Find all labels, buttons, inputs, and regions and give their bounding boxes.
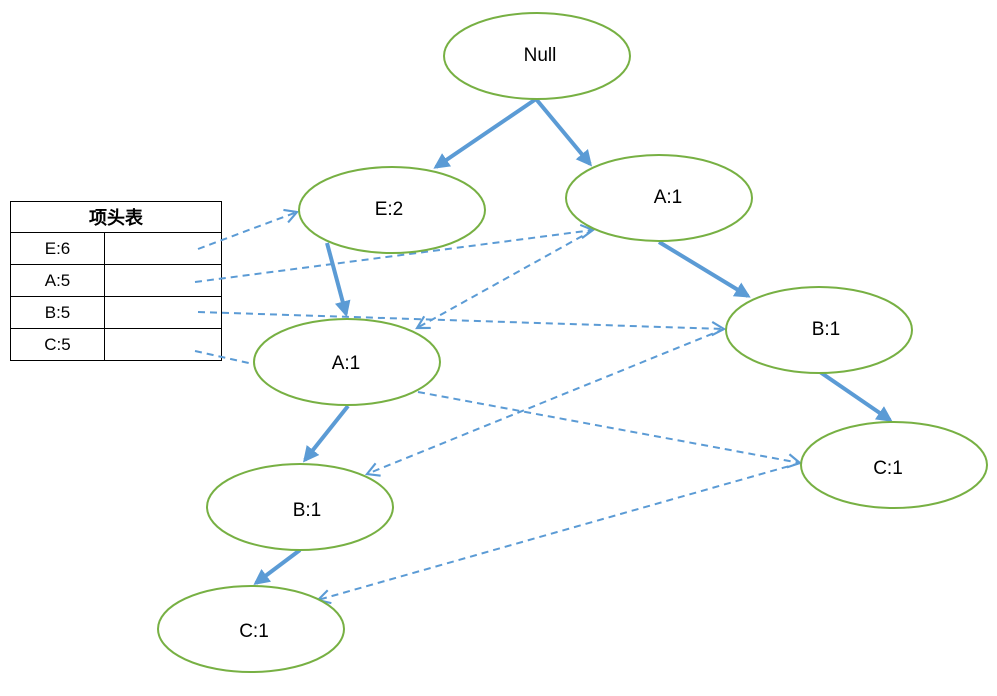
node-c1-right-label: C:1 bbox=[873, 458, 903, 479]
header-table-title-row: 项头表 bbox=[10, 201, 222, 233]
node-b1-right-label: B:1 bbox=[812, 319, 841, 340]
node-c1-right: C:1 bbox=[800, 421, 988, 509]
node-a1-right-label: A:1 bbox=[654, 187, 683, 208]
header-table-title: 项头表 bbox=[10, 201, 222, 233]
node-b1-right: B:1 bbox=[725, 286, 913, 374]
header-item-b: B:5 bbox=[10, 296, 105, 329]
header-item-a: A:5 bbox=[10, 264, 105, 297]
link-a1-right-to-a1-left bbox=[415, 229, 594, 330]
node-a1-right: A:1 bbox=[565, 154, 753, 242]
node-a1-left-label: A:1 bbox=[332, 353, 361, 374]
node-root: Null bbox=[443, 12, 631, 100]
node-e2: E:2 bbox=[298, 166, 486, 254]
header-item-c: C:5 bbox=[10, 328, 105, 361]
node-b1-left: B:1 bbox=[206, 463, 394, 551]
node-root-label: Null bbox=[524, 45, 557, 66]
header-item-e: E:6 bbox=[10, 232, 105, 265]
header-row-c: C:5 bbox=[10, 328, 222, 361]
edge-a1-right-to-b1-right bbox=[657, 240, 751, 298]
link-c1-right-to-c1-left bbox=[315, 462, 801, 605]
edge-b1-left-to-c1-left bbox=[253, 548, 302, 585]
link-a1-left-to-c1-right bbox=[417, 391, 803, 469]
link-b1-right-to-b1-left bbox=[364, 328, 725, 477]
edge-b1-right-to-c1-right bbox=[818, 370, 893, 422]
node-c1-left: C:1 bbox=[157, 585, 345, 673]
node-b1-left-label: B:1 bbox=[293, 500, 322, 521]
link-header-b-to-b1-right bbox=[197, 311, 727, 337]
link-header-e-to-e2 bbox=[197, 208, 300, 250]
link-header-a-to-a1-right bbox=[194, 223, 596, 283]
edge-e2-to-a1-left bbox=[325, 242, 351, 318]
node-c1-left-label: C:1 bbox=[239, 621, 269, 642]
header-row-a: A:5 bbox=[10, 264, 222, 297]
node-e2-label: E:2 bbox=[375, 199, 404, 220]
edge-null-to-a1-right bbox=[534, 97, 593, 167]
header-pointer-c bbox=[104, 328, 222, 361]
edge-null-to-e2 bbox=[433, 97, 538, 169]
node-a1-left: A:1 bbox=[253, 318, 441, 406]
link-header-c-to-a1-left bbox=[194, 350, 254, 365]
item-header-table: 项头表 E:6 A:5 B:5 C:5 bbox=[10, 201, 222, 361]
edge-a1-left-to-b1-left bbox=[303, 404, 350, 463]
